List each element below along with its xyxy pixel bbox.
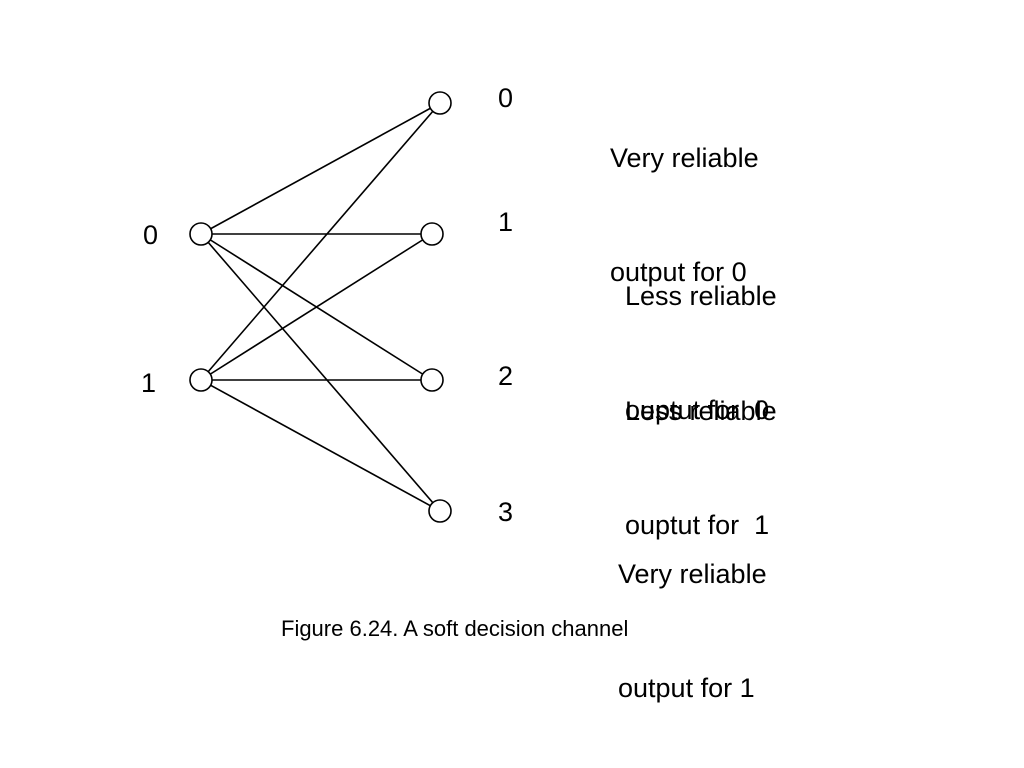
input-node-0: [189, 222, 213, 246]
output-description-3-line-2: output for 1: [618, 673, 755, 703]
output-node-3: [428, 499, 452, 523]
input-node-1: [189, 368, 213, 392]
output-description-2: Less reliable ouptut for 1: [625, 316, 777, 620]
transition-edge-0-to-0: [200, 102, 441, 235]
output-description-0-line-1: Very reliable: [610, 143, 759, 173]
output-description-2-line-2: ouptut for 1: [625, 510, 770, 540]
output-description-1-line-1: Less reliable: [625, 281, 777, 311]
output-label-2: 2: [498, 361, 514, 391]
transition-edge-0-to-3: [200, 233, 441, 512]
output-description-2-line-1: Less reliable: [625, 396, 777, 426]
output-node-0: [428, 91, 452, 115]
transition-edge-1-to-3: [200, 379, 441, 512]
output-node-2: [420, 368, 444, 392]
input-label-0: 0: [143, 220, 159, 250]
output-description-3: Very reliable output for 1: [618, 479, 767, 768]
output-label-1: 1: [498, 207, 514, 237]
output-node-1: [420, 222, 444, 246]
output-description-0: Very reliable output for 0: [610, 63, 759, 367]
transition-edge-1-to-1: [200, 233, 433, 381]
output-description-3-line-1: Very reliable: [618, 559, 767, 589]
transition-edge-1-to-0: [200, 102, 441, 381]
figure-caption: Figure 6.24. A soft decision channel: [281, 616, 629, 641]
output-description-1: Less reliable ouptut for 0: [625, 201, 777, 505]
output-description-1-line-2: ouptut for 0: [625, 395, 770, 425]
input-label-1: 1: [141, 368, 157, 398]
output-label-3: 3: [498, 497, 514, 527]
output-description-0-line-2: output for 0: [610, 257, 747, 287]
output-label-0: 0: [498, 83, 514, 113]
